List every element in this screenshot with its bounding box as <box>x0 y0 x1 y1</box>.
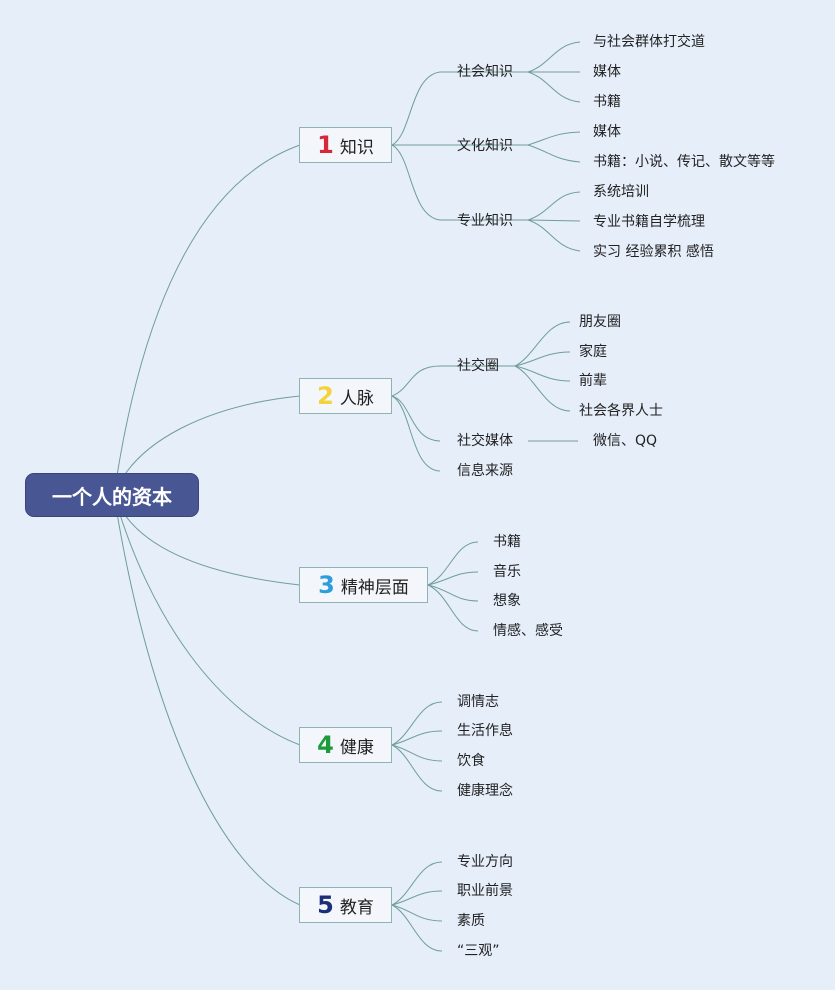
branch-label: 健康 <box>339 737 374 758</box>
leaf-prof-2[interactable]: 专业书籍自学梳理 <box>593 214 705 230</box>
connector-prof-2 <box>527 219 581 222</box>
connector-social-1 <box>527 41 581 73</box>
leaf-health-3[interactable]: 饮食 <box>457 753 485 769</box>
connector-social-3 <box>527 71 581 103</box>
branch-label: 精神层面 <box>340 577 409 598</box>
branch-spirit[interactable]: 3 精神层面 <box>299 567 428 603</box>
connector-spirit-4 <box>427 584 479 632</box>
connector-culture-1 <box>527 131 581 146</box>
branch-label: 教育 <box>339 897 374 918</box>
connector-root-education <box>113 494 301 906</box>
leaf-circle-2[interactable]: 家庭 <box>579 344 607 360</box>
leaf-education-3[interactable]: 素质 <box>457 913 485 929</box>
leaf-health-1[interactable]: 调情志 <box>457 694 499 710</box>
connector-spirit-3 <box>427 584 479 602</box>
connector-health-2 <box>391 730 443 746</box>
leaf-circle-4[interactable]: 社会各界人士 <box>579 403 663 419</box>
connector-education-1 <box>391 861 443 906</box>
connector-spirit-1 <box>427 541 479 586</box>
leaf-social-3[interactable]: 书籍 <box>593 94 621 110</box>
leaf-social-1[interactable]: 与社会群体打交道 <box>593 34 705 50</box>
root-node[interactable]: 一个人的资本 <box>25 473 199 517</box>
connector-knowledge-professional <box>391 144 528 221</box>
leaf-spirit-2[interactable]: 音乐 <box>493 564 521 580</box>
connector-health-1 <box>391 701 443 746</box>
leaf-education-1[interactable]: 专业方向 <box>457 854 513 870</box>
topic-culture-knowledge[interactable]: 文化知识 <box>457 138 513 154</box>
connector-network-circle <box>391 365 515 397</box>
leaf-spirit-4[interactable]: 情感、感受 <box>493 623 563 639</box>
connector-root-knowledge <box>113 144 301 496</box>
branch-number-1: 1 <box>317 131 334 159</box>
topic-professional-knowledge[interactable]: 专业知识 <box>457 213 513 229</box>
branch-number-5: 5 <box>317 891 334 919</box>
connector-prof-3 <box>527 219 581 252</box>
topic-social-media[interactable]: 社交媒体 <box>457 433 513 449</box>
connector-spirit-2 <box>427 571 479 586</box>
connector-culture-2 <box>527 144 581 163</box>
branch-label: 知识 <box>339 137 374 158</box>
topic-social-knowledge[interactable]: 社会知识 <box>457 64 513 80</box>
connector-network-media <box>391 395 441 442</box>
leaf-media-1[interactable]: 微信、QQ <box>593 433 658 449</box>
connector-prof-1 <box>527 191 581 221</box>
leaf-culture-1[interactable]: 媒体 <box>593 124 621 140</box>
connector-circle-4 <box>514 365 571 412</box>
leaf-health-2[interactable]: 生活作息 <box>457 723 513 739</box>
branch-knowledge[interactable]: 1 知识 <box>299 127 392 163</box>
root-label: 一个人的资本 <box>52 484 172 509</box>
leaf-education-2[interactable]: 职业前景 <box>457 883 513 899</box>
leaf-social-2[interactable]: 媒体 <box>593 64 621 80</box>
leaf-prof-1[interactable]: 系统培训 <box>593 184 649 200</box>
topic-social-circle[interactable]: 社交圈 <box>457 358 499 374</box>
branch-education[interactable]: 5 教育 <box>299 887 392 923</box>
branch-number-2: 2 <box>317 382 334 410</box>
leaf-circle-3[interactable]: 前辈 <box>579 373 607 389</box>
leaf-spirit-3[interactable]: 想象 <box>493 593 521 609</box>
connector-root-health <box>113 494 301 746</box>
branch-number-3: 3 <box>318 571 335 599</box>
leaf-health-4[interactable]: 健康理念 <box>457 783 513 799</box>
connector-health-3 <box>391 744 443 762</box>
leaf-spirit-1[interactable]: 书籍 <box>493 534 521 550</box>
connector-education-3 <box>391 904 443 922</box>
branch-network[interactable]: 2 人脉 <box>299 378 392 414</box>
connector-education-2 <box>391 890 443 906</box>
connector-circle-1 <box>514 321 571 367</box>
branch-number-4: 4 <box>317 731 334 759</box>
connector-education-4 <box>391 904 443 952</box>
branch-label: 人脉 <box>339 388 374 409</box>
leaf-culture-2[interactable]: 书籍：小说、传记、散文等等 <box>593 154 775 170</box>
connector-knowledge-social <box>391 71 528 146</box>
connector-health-4 <box>391 744 443 792</box>
branch-health[interactable]: 4 健康 <box>299 727 392 763</box>
connector-circle-3 <box>514 365 571 382</box>
connector-circle-2 <box>514 351 571 367</box>
leaf-education-4[interactable]: “三观” <box>457 943 500 959</box>
topic-info-source[interactable]: 信息来源 <box>457 463 513 479</box>
connector-network-info <box>391 395 441 472</box>
leaf-prof-3[interactable]: 实习 经验累积 感悟 <box>593 244 714 260</box>
leaf-circle-1[interactable]: 朋友圈 <box>579 314 621 330</box>
